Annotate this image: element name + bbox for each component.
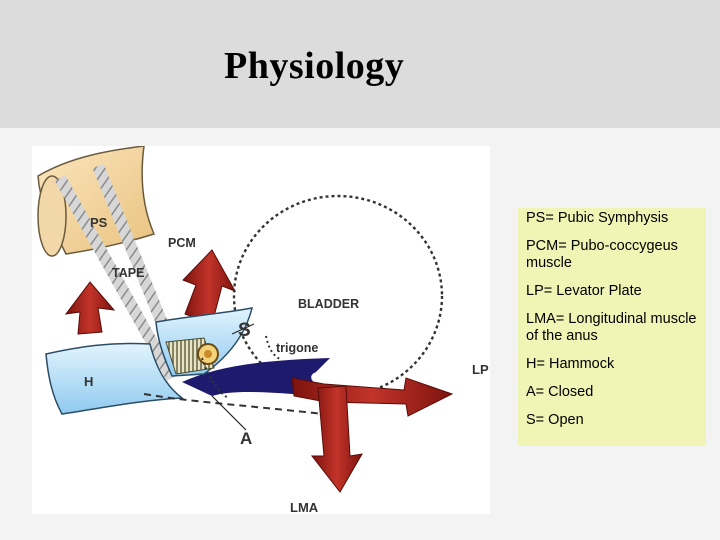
sphincter-lumen xyxy=(204,350,212,358)
title-band xyxy=(0,0,720,128)
anatomy-diagram: PS PCM TAPE BLADDER S trigone H LP A LMA xyxy=(37,146,489,514)
label-lma: LMA xyxy=(290,500,319,514)
hammock-lateral-arrow xyxy=(64,281,116,335)
hammock-sheet xyxy=(45,342,185,415)
bone-end-cap xyxy=(37,175,67,257)
label-tape: TAPE xyxy=(112,266,144,280)
label-trigone: trigone xyxy=(276,341,318,355)
legend-item-a: A= Closed xyxy=(526,384,594,400)
label-s: S xyxy=(238,320,251,341)
closure-guide xyxy=(201,357,229,399)
legend-item-ps: PS= Pubic Symphysis xyxy=(526,210,669,226)
legend-item-h: H= Hammock xyxy=(526,356,615,372)
label-pcm: PCM xyxy=(168,236,196,250)
levator-plate-arrow xyxy=(291,377,454,417)
anatomy-figure: PS PCM TAPE BLADDER S trigone H LP A LMA xyxy=(32,146,490,514)
slide-title: Physiology xyxy=(224,45,405,87)
label-ps: PS xyxy=(90,215,108,230)
label-h: H xyxy=(84,374,93,389)
legend-item-pcm: PCM= Pubo-coccygeus muscle xyxy=(526,238,678,271)
legend-box: PS= Pubic Symphysis PCM= Pubo-coccygeus … xyxy=(518,208,706,446)
a-pointer-line xyxy=(211,395,247,431)
label-a: A xyxy=(240,429,252,448)
label-bladder: BLADDER xyxy=(298,297,359,311)
legend-item-lma: LMA= Longitudinal muscle of the anus xyxy=(526,311,697,344)
lma-arrow xyxy=(310,385,363,493)
tape-left-strand xyxy=(54,175,178,381)
legend-item-s: S= Open xyxy=(526,412,584,428)
trigone-outline xyxy=(265,335,283,361)
label-lp: LP xyxy=(472,362,489,377)
legend-item-lp: LP= Levator Plate xyxy=(526,283,642,299)
bladder-outline xyxy=(232,194,444,398)
pelvic-floor-line xyxy=(143,393,325,415)
s-pointer-line xyxy=(231,323,255,335)
